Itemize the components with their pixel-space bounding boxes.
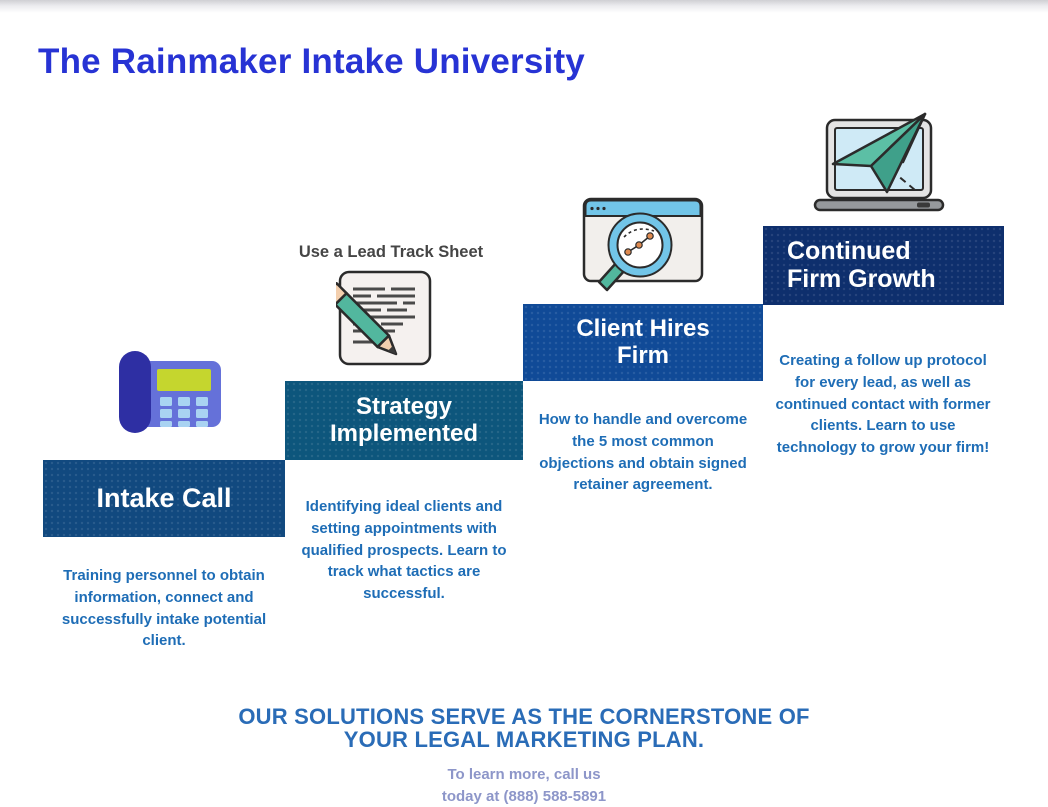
tagline-line: YOUR LEGAL MARKETING PLAN. — [343, 727, 705, 753]
top-gradient — [0, 0, 1048, 13]
step-description-intake-call: Training personnel to obtain information… — [61, 567, 267, 650]
step-label: Intake Call — [96, 482, 232, 513]
step-box-intake-call: Intake Call — [43, 460, 285, 537]
tagline-line: OUR SOLUTIONS SERVE AS THE CORNERSTONE O… — [238, 704, 810, 729]
step-description-strategy-implemented: Identifying ideal clients and setting ap… — [301, 498, 507, 602]
step-label: Firm Growth — [787, 264, 936, 293]
page-title: The Rainmaker Intake University — [38, 42, 585, 81]
step-box-continued-firm-growth: Continued Firm Growth — [763, 226, 1004, 305]
tagline: OUR SOLUTIONS SERVE AS THE CORNERSTONE O… — [0, 705, 1048, 752]
step-label: Implemented — [329, 419, 479, 447]
step-box-client-hires-firm: Client Hires Firm — [523, 304, 763, 381]
step-label: Firm — [616, 341, 669, 369]
step-label: Client Hires — [576, 315, 710, 343]
step-label: Strategy — [355, 393, 453, 421]
contact-line-phone: today at (888) 588-5891 — [441, 787, 607, 805]
step-description-client-hires-firm: How to handle and overcome the 5 most co… — [538, 411, 748, 494]
contact-line: To learn more, call us — [447, 766, 601, 783]
step-box-strategy-implemented: Strategy Implemented — [285, 381, 523, 460]
chart-magnifier-icon — [582, 197, 704, 292]
contact-info: To learn more, call us today at (888) 58… — [0, 764, 1048, 807]
step-description-continued-firm-growth: Creating a follow up protocol for every … — [775, 352, 991, 456]
laptop-paper-plane-icon — [813, 112, 945, 212]
phone-icon — [119, 351, 221, 433]
lead-track-sheet-icon — [336, 270, 432, 366]
lead-track-sheet-label: Use a Lead Track Sheet — [298, 243, 484, 261]
step-label: Continued — [787, 237, 911, 265]
